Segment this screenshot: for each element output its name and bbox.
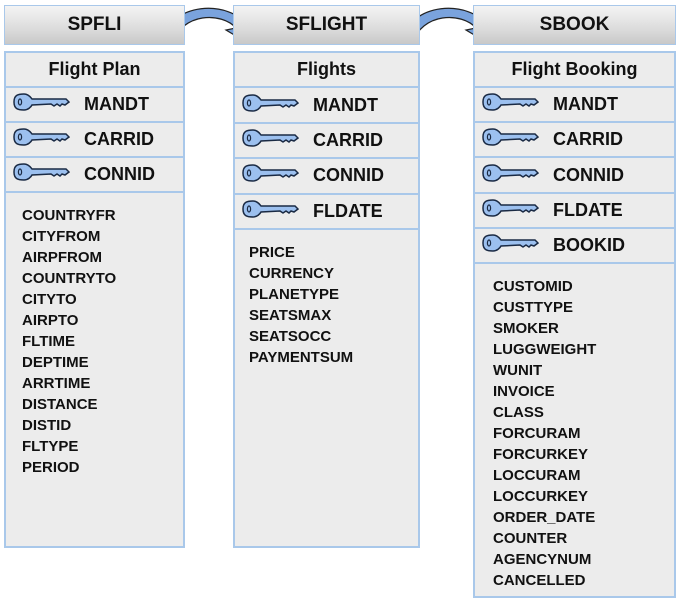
field-item: CITYFROM	[22, 228, 101, 245]
field-item: CUSTTYPE	[493, 299, 574, 316]
key-field-label: MANDT	[313, 94, 378, 115]
key-field-row: CONNID	[6, 158, 183, 193]
key-field-label: MANDT	[84, 94, 149, 114]
key-field-label: CONNID	[84, 164, 155, 184]
key-icon	[475, 198, 553, 222]
field-item: PRICE	[249, 244, 295, 261]
field-item: CLASS	[493, 404, 544, 421]
key-icon	[475, 234, 553, 257]
field-item: PLANETYPE	[249, 286, 340, 303]
key-field-row: CARRID	[235, 124, 418, 160]
field-item: LOCCURAM	[493, 467, 581, 484]
field-item: DISTID	[22, 417, 72, 434]
table-header-sbook: SBOOK	[473, 5, 676, 45]
field-list: PRICE CURRENCY PLANETYPE SEATSMAX SEATSOCC PA…	[235, 230, 418, 546]
field-item: LUGGWEIGHT	[493, 341, 597, 358]
field-item: COUNTRYTO	[22, 270, 117, 287]
key-icon	[235, 129, 313, 152]
key-field-row: MANDT	[475, 88, 674, 124]
key-field-label: CONNID	[553, 164, 624, 185]
table-header-sflight: SFLIGHT	[233, 5, 420, 45]
key-field-row: BOOKID	[475, 229, 674, 264]
key-field-label: CARRID	[553, 129, 623, 150]
key-icon	[235, 200, 313, 223]
key-field-label: CARRID	[313, 129, 383, 150]
table-title: Flight Booking	[475, 53, 674, 89]
key-icon	[235, 164, 313, 187]
key-icon	[6, 93, 84, 116]
field-item: CUSTOMID	[493, 278, 573, 295]
key-icon	[235, 93, 313, 117]
key-icon	[6, 128, 84, 151]
field-item: WUNIT	[493, 362, 543, 379]
field-item: CURRENCY	[249, 265, 335, 282]
field-list: COUNTRYFR CITYFROM AIRPFROM COUNTRYTO CITYTO…	[6, 193, 183, 546]
field-item: ARRTIME	[22, 375, 91, 392]
field-item: DISTANCE	[22, 396, 98, 413]
key-field-row: CONNID	[235, 159, 418, 195]
field-item: LOCCURKEY	[493, 488, 589, 505]
field-item: AIRPTO	[22, 312, 79, 329]
field-item: AIRPFROM	[22, 249, 102, 266]
key-field-label: FLDATE	[313, 200, 383, 221]
field-list: CUSTOMID CUSTTYPE SMOKER LUGGWEIGHT WUNIT INV…	[475, 264, 674, 596]
key-field-label: CARRID	[84, 129, 154, 149]
key-icon	[475, 93, 553, 116]
field-item: PAYMENTSUM	[249, 349, 354, 366]
field-item: SEATSMAX	[249, 307, 332, 324]
field-item: COUNTRYFR	[22, 207, 116, 224]
table-title: Flight Plan	[6, 53, 183, 88]
field-item: SEATSOCC	[249, 328, 332, 345]
key-field-row: MANDT	[235, 88, 418, 124]
field-item: FORCURKEY	[493, 446, 589, 463]
key-field-label: FLDATE	[553, 199, 623, 220]
field-item: CANCELLED	[493, 572, 586, 589]
key-field-row: FLDATE	[475, 194, 674, 229]
field-item: SMOKER	[493, 320, 559, 337]
field-item: AGENCYNUM	[493, 551, 592, 568]
field-item: FORCURAM	[493, 425, 581, 442]
key-field-row: CARRID	[6, 123, 183, 158]
key-field-row: MANDT	[6, 88, 183, 123]
key-icon	[475, 163, 553, 187]
field-item: INVOICE	[493, 383, 555, 400]
key-icon	[6, 163, 84, 186]
key-field-row: CARRID	[475, 123, 674, 159]
field-item: PERIOD	[22, 459, 80, 476]
table-title: Flights	[235, 53, 418, 89]
field-item: FLTYPE	[22, 438, 79, 455]
key-field-label: MANDT	[553, 94, 618, 115]
key-field-row: FLDATE	[235, 195, 418, 230]
key-field-label: CONNID	[313, 165, 384, 186]
field-item: FLTIME	[22, 333, 76, 350]
field-item: ORDER_DATE	[493, 509, 596, 526]
field-item: COUNTER	[493, 530, 568, 547]
field-item: DEPTIME	[22, 354, 89, 371]
table-header-spfli: SPFLI	[4, 5, 185, 45]
key-icon	[475, 128, 553, 151]
field-item: CITYTO	[22, 291, 77, 308]
key-field-row: CONNID	[475, 159, 674, 194]
key-field-label: BOOKID	[553, 234, 625, 255]
